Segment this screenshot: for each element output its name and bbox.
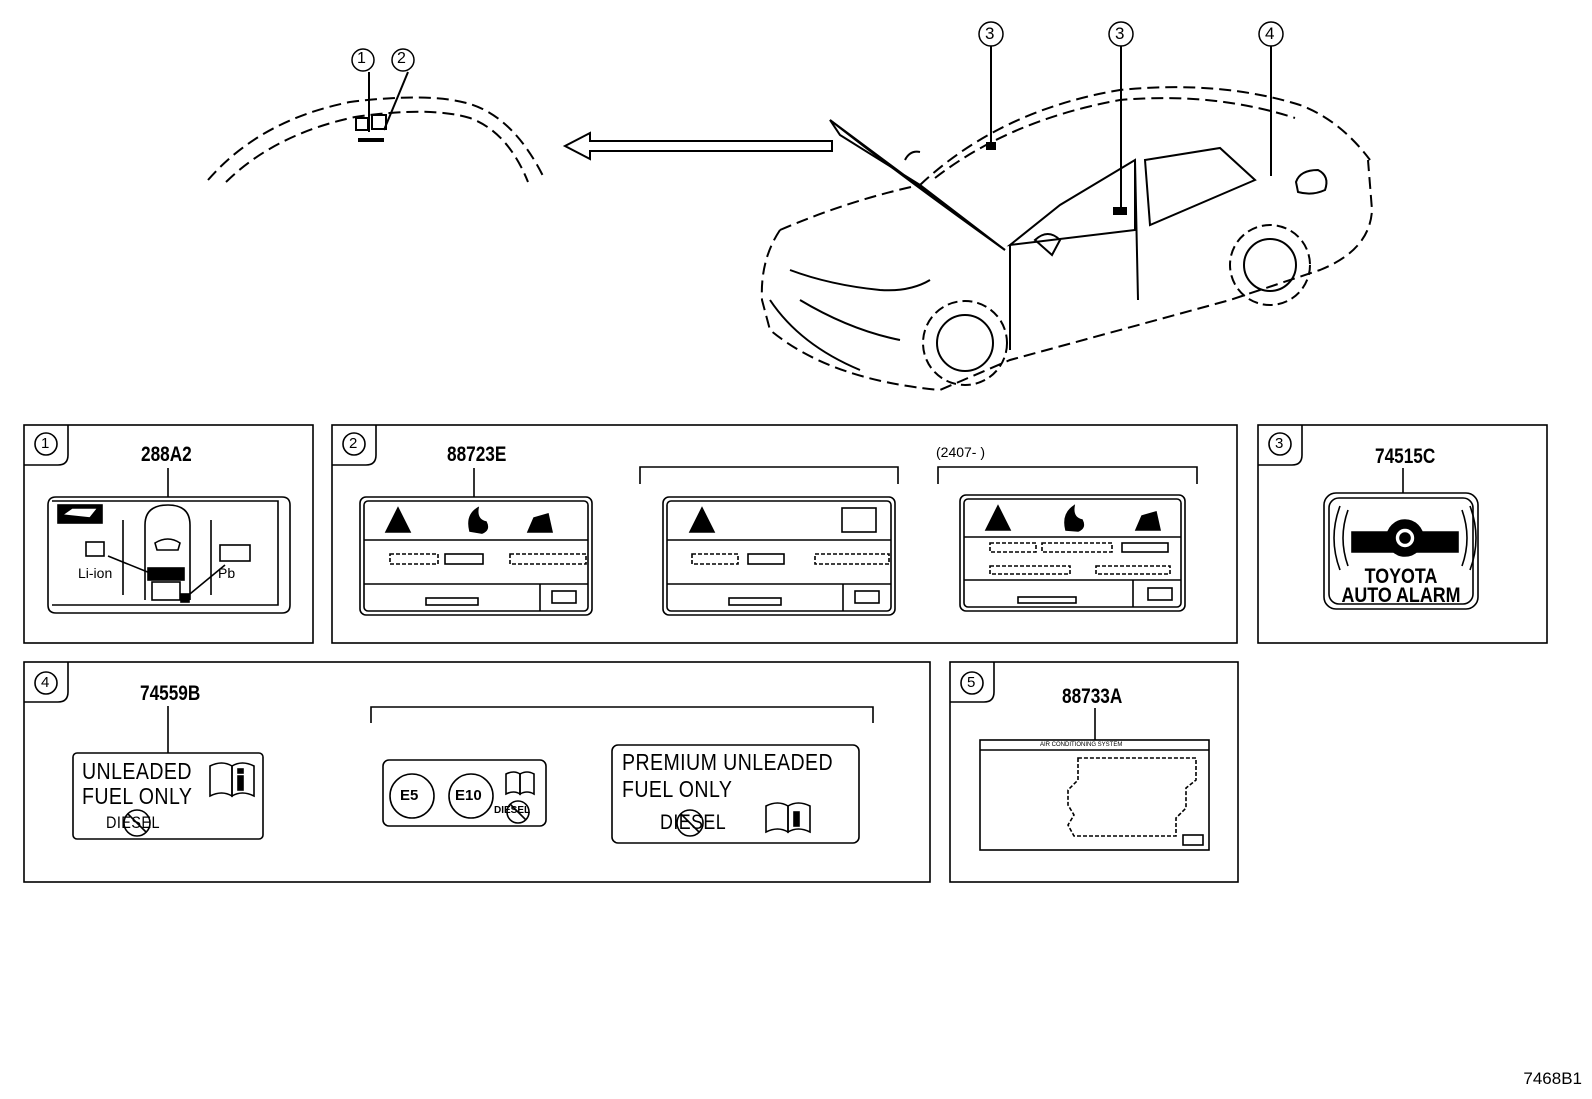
unleaded-line-2: FUEL ONLY xyxy=(82,783,193,809)
panel-5-number: 5 xyxy=(967,674,976,691)
labels-74559B xyxy=(72,706,874,844)
e10-label: E10 xyxy=(455,787,482,804)
part-number-74559B: 74559B xyxy=(140,682,201,705)
pb-label: Pb xyxy=(218,565,236,581)
panel-frames xyxy=(23,424,1548,883)
callout-3a-top: 3 xyxy=(985,24,995,43)
part-number-88733A: 88733A xyxy=(1062,685,1123,708)
callout-2-top: 2 xyxy=(397,50,406,67)
part-number-88723E: 88723E xyxy=(447,443,507,466)
e-diesel-label: DIESEL xyxy=(494,805,531,816)
label-74515C xyxy=(1323,468,1479,610)
callout-3b-top: 3 xyxy=(1115,24,1125,43)
date-range: (2407- ) xyxy=(936,444,986,460)
callout-circles xyxy=(351,21,1284,72)
alarm-line-2: AUTO ALARM xyxy=(1341,584,1461,607)
premium-line-1: PREMIUM UNLEADED xyxy=(622,749,834,775)
windshield-detail xyxy=(207,71,546,183)
part-number-74515C: 74515C xyxy=(1375,445,1436,468)
unleaded-line-1: UNLEADED xyxy=(82,758,192,784)
unleaded-line-3: DIESEL xyxy=(106,813,160,832)
labels-88723E xyxy=(359,466,1198,616)
callout-4-top: 4 xyxy=(1265,24,1275,43)
panel-4-number: 4 xyxy=(41,674,50,691)
premium-line-3: DIESEL xyxy=(660,811,727,834)
direction-arrow xyxy=(562,131,833,161)
diagram-code: 7468B1 xyxy=(1523,1069,1582,1088)
premium-line-2: FUEL ONLY xyxy=(622,776,733,802)
ac-label-title: AIR CONDITIONING SYSTEM xyxy=(1040,742,1123,748)
li-ion-label: Li-ion xyxy=(78,565,113,581)
label-288A2 xyxy=(47,468,291,614)
part-number-288A2: 288A2 xyxy=(141,443,192,466)
panel-2-number: 2 xyxy=(349,435,358,452)
e5-label: E5 xyxy=(400,787,419,804)
panel-3-number: 3 xyxy=(1275,435,1284,452)
car-illustration xyxy=(760,46,1374,392)
panel-1-number: 1 xyxy=(41,435,50,452)
alarm-line-1: TOYOTA xyxy=(1364,565,1438,588)
label-88733A xyxy=(979,708,1210,851)
callout-1-top: 1 xyxy=(357,50,366,67)
